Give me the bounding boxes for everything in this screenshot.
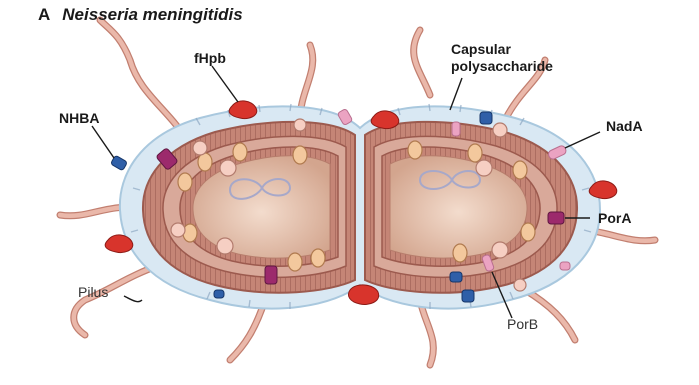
leader-capsular xyxy=(450,78,462,110)
species-name: Neisseria meningitidis xyxy=(62,5,242,24)
label-nada: NadA xyxy=(606,118,643,134)
leader-pilus xyxy=(124,296,142,302)
panel-title: A Neisseria meningitidis xyxy=(38,5,243,25)
label-fhpb: fHpb xyxy=(194,50,226,66)
label-nhba: NHBA xyxy=(59,110,99,126)
label-capsular-line1: Capsular xyxy=(451,41,511,57)
label-pilus: Pilus xyxy=(78,284,108,300)
label-porb: PorB xyxy=(507,316,538,332)
leader-fhpb xyxy=(212,66,238,102)
pilus-9 xyxy=(525,290,575,340)
label-capsular-line2: polysaccharide xyxy=(451,58,553,74)
label-pora: PorA xyxy=(598,210,631,226)
panel-letter: A xyxy=(38,5,50,24)
leader-nhba xyxy=(92,126,114,158)
leader-nada xyxy=(565,132,600,148)
